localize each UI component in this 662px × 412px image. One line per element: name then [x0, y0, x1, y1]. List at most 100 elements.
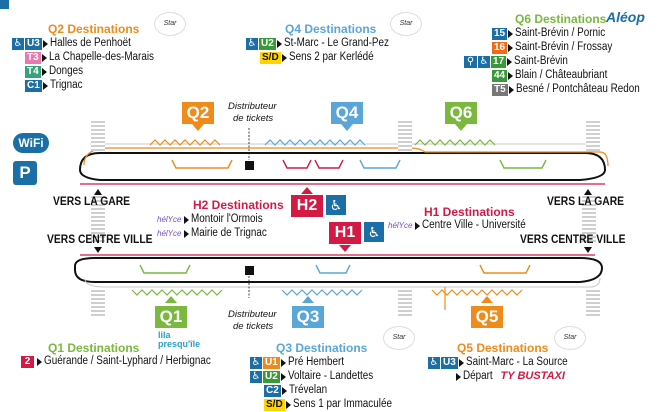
h1-line-1: hélYce Centre Ville - Université [388, 219, 543, 232]
q1-line-1: 2 Guérande / Saint-Lyphard / Herbignac [21, 355, 238, 368]
arrow-right-icon [458, 358, 464, 367]
line-badge: 44 [492, 69, 508, 82]
arrow-right-icon [184, 215, 190, 224]
q2-line-2: T3 La Chapelle-des-Marais [25, 51, 171, 64]
arrow-right-icon [507, 57, 513, 66]
arrow-right-icon [415, 221, 421, 230]
q5-title: Q5 Destinations [457, 341, 549, 355]
pillar-left-mid [91, 196, 105, 244]
wheelchair-icon: ♿ [428, 356, 440, 369]
pillar-left-top [91, 121, 105, 151]
q3-title: Q3 Destinations [276, 341, 368, 355]
q4-destination: St-Marc - Le Grand-Pez [283, 37, 389, 49]
line-badge: 2 [21, 355, 34, 368]
q1-title: Q1 Destinations [48, 341, 140, 355]
q4-line-1: ♿ U2 St-Marc - Le Grand-Pez [246, 37, 406, 50]
line-badge: U2 [263, 370, 280, 383]
pillar-mid-top [398, 121, 412, 151]
line-badge: S/D [260, 51, 281, 64]
q3-destination: Voltaire - Landettes [287, 370, 374, 382]
arrow-right-icon [508, 85, 514, 94]
q2-bay-label: Q2 [182, 102, 214, 124]
top-platform [78, 139, 609, 185]
q2-title: Q2 Destinations [48, 22, 140, 36]
line-badge: U2 [259, 37, 276, 50]
q6-line-5: T5 Besné / Pontchâteau Redon [492, 83, 660, 96]
pillar-left-bottom [91, 290, 105, 318]
parking-icon: P [13, 161, 37, 185]
arrow-right-icon [281, 386, 287, 395]
q2-destination: Donges [48, 65, 83, 77]
q6-destination: Blain / Châteaubriant [515, 69, 608, 81]
q2-destination: Trignac [49, 79, 83, 91]
line-badge: 16 [492, 41, 508, 54]
right-sign-centre: VERS CENTRE VILLE [520, 232, 626, 246]
wheelchair-icon: ♿ [326, 195, 346, 215]
line-badge: 15 [492, 27, 508, 40]
distributor-label-top-2: de tickets [233, 113, 274, 124]
h2-destination: Montoir l'Ormois [191, 213, 264, 225]
line-badge: S/D [264, 398, 285, 411]
arrow-right-icon [285, 400, 291, 409]
q6-title: Q6 Destinations [515, 12, 607, 26]
arrow-right-icon [41, 67, 47, 76]
arrow-right-icon [508, 71, 514, 80]
q3-line-1: ♿ U1 Pré Hembert [250, 356, 353, 369]
q6-destination: Saint-Brévin / Frossay [515, 41, 613, 53]
q5-line-1: ♿ U3 Saint-Marc - La Source [428, 356, 584, 369]
helyce-logo: hélYce [157, 229, 182, 238]
line-badge: T5 [492, 83, 508, 96]
line-badge: C1 [25, 79, 42, 92]
helyce-logo: hélYce [388, 221, 413, 230]
line-badge: T4 [25, 65, 41, 78]
distributor-label-bottom-1: Distributeur [228, 309, 277, 320]
arrow-right-icon [37, 357, 42, 366]
q4-line-2: S/D Sens 2 par Kerlédé [260, 51, 387, 64]
q2-line-3: T4 Donges [25, 65, 88, 78]
arrow-right-icon [280, 372, 286, 381]
right-sign-gare: VERS LA GARE [547, 194, 625, 208]
q6-bay-label: Q6 [445, 102, 477, 124]
wheelchair-icon: ♿ [250, 356, 262, 369]
wheelchair-icon: ♿ [246, 37, 258, 50]
q1-operator-logo: lila presqu'île [158, 330, 201, 349]
q4-bay-label: Q4 [331, 102, 363, 124]
q6-line-1: 15 Saint-Brévin / Pornic [492, 27, 620, 40]
h2-line-2: hélYce Mairie de Trignac [157, 227, 280, 240]
pillar-right-mid [582, 196, 596, 244]
wheelchair-icon: ♿ [478, 55, 490, 68]
ticket-machine-icon [245, 161, 254, 170]
q6-operator-logo: Aléop [606, 9, 645, 25]
q5-destination: Saint-Marc - La Source [465, 356, 568, 368]
line-badge: T3 [25, 51, 41, 64]
pillar-right-top [586, 121, 600, 151]
line-badge: U3 [25, 37, 42, 50]
q3-operator-logo: Star [383, 326, 415, 350]
q6-line-4: 44 Blain / Châteaubriant [492, 69, 623, 82]
arrow-right-icon [184, 229, 190, 238]
q6-destination: Besné / Pontchâteau Redon [515, 83, 640, 95]
q4-destination: Sens 2 par Kerlédé [288, 51, 374, 63]
q2-operator-logo: Star [154, 12, 186, 36]
q2-destination: Halles de Penhoët [49, 37, 131, 49]
q1-destination: Guérande / Saint-Lyphard / Herbignac [44, 355, 211, 367]
q3-line-3: C2 Trévelan [264, 384, 333, 397]
arrow-right-icon [508, 29, 514, 38]
arrow-right-icon [280, 358, 286, 367]
line-badge: C2 [264, 384, 281, 397]
h2-destination: Mairie de Trignac [191, 227, 268, 239]
arrow-right-icon [41, 53, 47, 62]
pillar-mid-bottom [398, 290, 412, 318]
q6-line-3: ⚲ ♿ 17 Saint-Brévin [464, 55, 577, 68]
h1-bay-label: H1 [329, 222, 361, 244]
wifi-icon: WiFi [13, 133, 49, 153]
bottom-platform [74, 254, 604, 310]
arrow-right-icon [456, 372, 461, 381]
q6-destination: Saint-Brévin / Pornic [515, 27, 606, 39]
q6-destination: Saint-Brévin [514, 55, 568, 67]
bustaxi-logo: TY BUSTAXI [500, 370, 565, 382]
q3-destination: Sens 1 par Immaculée [292, 398, 392, 410]
q4-title: Q4 Destinations [285, 22, 377, 36]
q5-line-2: Départ TY BUSTAXI [456, 370, 565, 383]
